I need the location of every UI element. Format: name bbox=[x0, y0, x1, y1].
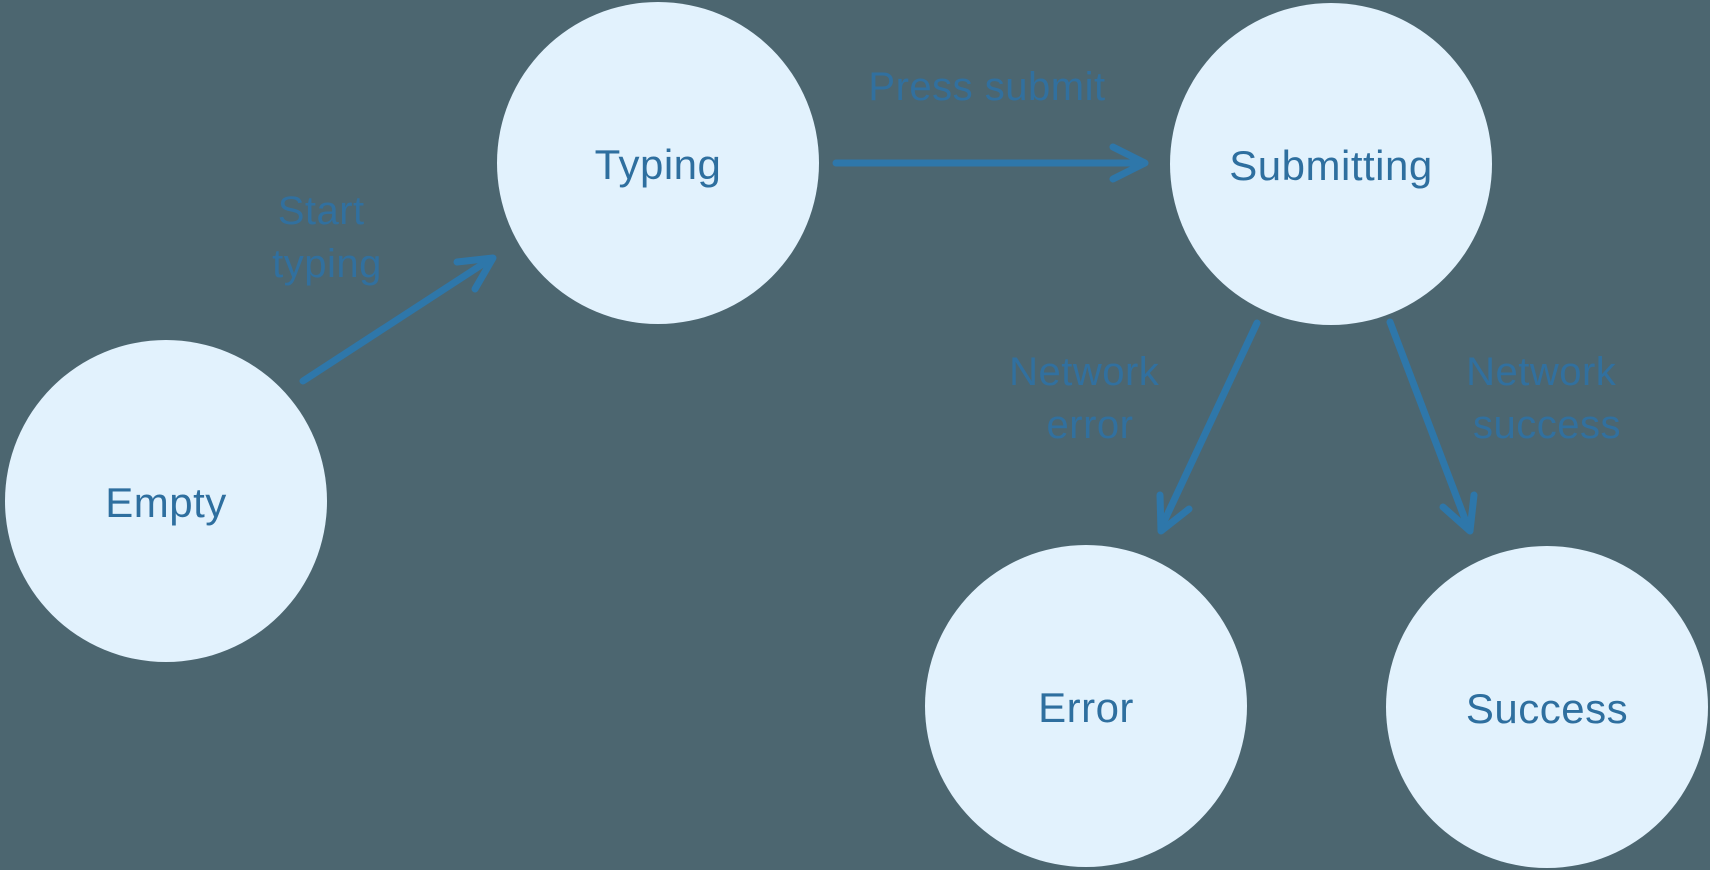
transition-label-network-success: Network success bbox=[1466, 350, 1628, 447]
state-node-error: Error bbox=[925, 545, 1247, 867]
state-node-typing: Typing bbox=[497, 2, 819, 324]
arrowhead-icon bbox=[1156, 491, 1193, 535]
arrowhead-icon bbox=[453, 254, 497, 293]
arrow-shaft bbox=[1386, 318, 1472, 531]
transition-typing-to-submitting: Press submit bbox=[832, 65, 1149, 183]
state-circle-success bbox=[1386, 546, 1708, 868]
state-circle-typing bbox=[497, 2, 819, 324]
arrowhead-icon bbox=[1439, 491, 1478, 535]
state-label-empty: Empty bbox=[105, 479, 227, 526]
state-circle-empty bbox=[5, 340, 327, 662]
state-label-success: Success bbox=[1466, 685, 1628, 732]
state-label-submitting: Submitting bbox=[1229, 142, 1432, 189]
transition-submitting-to-success: Network success bbox=[1386, 318, 1628, 535]
state-circle-submitting bbox=[1170, 3, 1492, 325]
arrow-shaft bbox=[1157, 319, 1261, 532]
transition-label-network-error: Network error bbox=[1009, 350, 1171, 447]
state-circle-error bbox=[925, 545, 1247, 867]
transition-empty-to-typing: Start typing bbox=[272, 189, 497, 385]
arrow-shaft bbox=[299, 256, 493, 385]
state-node-submitting: Submitting bbox=[1170, 3, 1492, 325]
state-label-error: Error bbox=[1038, 684, 1134, 731]
transition-submitting-to-error: Network error bbox=[1009, 319, 1261, 535]
state-node-empty: Empty bbox=[5, 340, 327, 662]
transition-label-press-submit: Press submit bbox=[868, 65, 1105, 109]
state-node-success: Success bbox=[1386, 546, 1708, 868]
state-label-typing: Typing bbox=[595, 141, 722, 188]
transition-label-start-typing: Start typing bbox=[272, 189, 382, 286]
arrowhead-icon bbox=[1109, 143, 1149, 183]
